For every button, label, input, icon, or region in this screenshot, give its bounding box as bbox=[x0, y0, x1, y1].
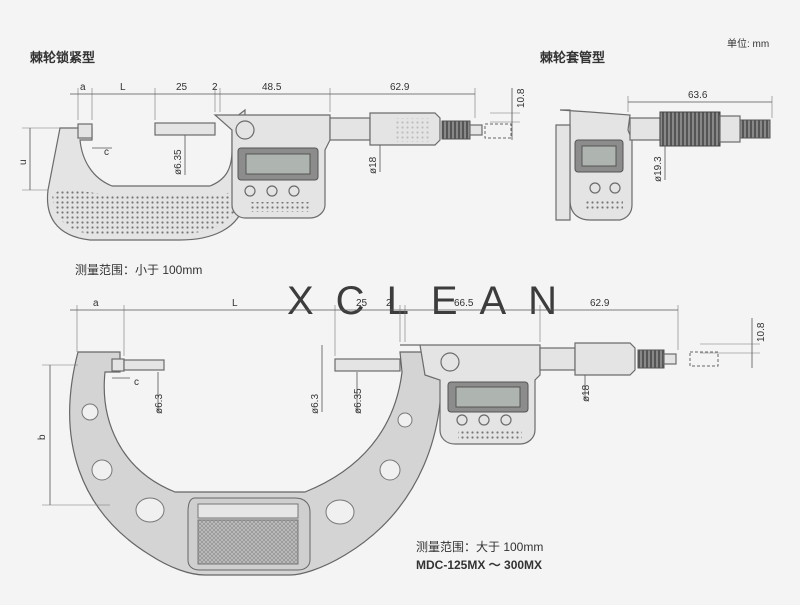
large-grip-knurl bbox=[197, 519, 299, 565]
large-dim-25: 25 bbox=[356, 298, 368, 309]
large-dim-phi6-35: ø6.35 bbox=[353, 388, 364, 414]
small-dim-25: 25 bbox=[176, 82, 188, 93]
small-sleeve bbox=[329, 117, 371, 141]
large-anvil bbox=[111, 358, 125, 372]
large-dim-66-5: 66.5 bbox=[454, 298, 474, 309]
large-dim-62-9: 62.9 bbox=[590, 298, 610, 309]
frame-hole-6 bbox=[397, 412, 413, 428]
title-ratchet-sleeve: 棘轮套管型 bbox=[540, 50, 605, 65]
small-button-2 bbox=[266, 185, 278, 197]
sleeve-button-2 bbox=[609, 182, 621, 194]
small-dim-a: a bbox=[80, 82, 86, 93]
large-grip-label-area bbox=[197, 503, 299, 519]
small-head-dots bbox=[250, 202, 310, 212]
small-dim-10-8: 10.8 bbox=[516, 88, 527, 108]
small-anvil bbox=[77, 123, 93, 139]
large-spindle bbox=[334, 358, 401, 372]
frame-hole-5 bbox=[379, 459, 401, 481]
large-dim-a: a bbox=[93, 298, 99, 309]
sleeve-button-1 bbox=[589, 182, 601, 194]
frame-hole-3 bbox=[135, 497, 165, 523]
unit-label: 单位: mm bbox=[727, 37, 769, 50]
small-dim-2: 2 bbox=[212, 82, 218, 93]
large-head-dots bbox=[458, 430, 522, 439]
sleeve-knurled-thimble bbox=[659, 111, 721, 147]
large-button-2 bbox=[478, 414, 490, 426]
large-thimble bbox=[574, 342, 636, 376]
small-button-3 bbox=[288, 185, 300, 197]
range-large-label: 测量范围：大于 100mm bbox=[416, 540, 543, 554]
small-lcd-screen bbox=[245, 153, 311, 175]
watermark: XCLEAN bbox=[287, 279, 579, 323]
small-lock-knob bbox=[235, 120, 255, 140]
large-dim-phi6-3-b: ø6.3 bbox=[310, 394, 321, 414]
frame-hole-2 bbox=[91, 459, 113, 481]
small-frame-dots bbox=[52, 188, 242, 234]
sleeve-lcd-screen bbox=[581, 145, 617, 167]
small-ratchet-cap bbox=[469, 124, 483, 136]
sleeve-dim-phi19-3: ø19.3 bbox=[653, 156, 664, 182]
small-micrometer: a L 25 2 48.5 62.9 10.8 c u ø6.35 ø18 bbox=[18, 82, 527, 241]
large-anvil-rod bbox=[123, 359, 165, 371]
small-dim-62-9: 62.9 bbox=[390, 82, 410, 93]
frame-hole-4 bbox=[325, 499, 355, 525]
small-ratchet bbox=[441, 120, 471, 140]
large-button-1 bbox=[456, 414, 468, 426]
large-dim-L: L bbox=[232, 298, 238, 309]
large-ratchet bbox=[637, 349, 665, 369]
large-dim-b: b bbox=[37, 434, 48, 440]
large-lcd-screen bbox=[455, 386, 521, 408]
large-dim-10-8: 10.8 bbox=[756, 322, 767, 342]
sleeve-collar bbox=[719, 115, 741, 143]
title-ratchet-lock: 棘轮锁紧型 bbox=[30, 50, 95, 65]
small-dim-phi6-35: ø6.35 bbox=[173, 149, 184, 175]
sleeve-dim-63-6: 63.6 bbox=[688, 90, 708, 101]
large-dim-c: c bbox=[134, 377, 139, 388]
sleeve-ratchet bbox=[739, 119, 771, 139]
small-dim-c: c bbox=[104, 147, 109, 158]
sleeve-sleeve bbox=[629, 117, 661, 141]
large-micrometer: a L 25 2 66.5 62.9 10.8 b c ø6.3 ø6.3 ø6… bbox=[37, 298, 767, 576]
range-small-label: 测量范围：小于 100mm bbox=[75, 263, 202, 277]
large-sleeve bbox=[539, 347, 576, 371]
large-dim-phi6-3-a: ø6.3 bbox=[154, 394, 165, 414]
small-spindle bbox=[154, 122, 216, 136]
large-dim-phi18: ø18 bbox=[581, 384, 592, 402]
small-dim-u: u bbox=[18, 159, 29, 165]
frame-hole-1 bbox=[81, 403, 99, 421]
small-button-1 bbox=[244, 185, 256, 197]
small-extension-ghost bbox=[484, 123, 512, 139]
small-dim-L: L bbox=[120, 82, 126, 93]
small-dim-48-5: 48.5 bbox=[262, 82, 282, 93]
sleeve-head-dots bbox=[585, 200, 623, 210]
model-label: MDC-125MX ～ 300MX bbox=[416, 558, 542, 572]
large-dim-2: 2 bbox=[386, 298, 392, 309]
large-ratchet-cap bbox=[663, 353, 677, 365]
large-button-3 bbox=[500, 414, 512, 426]
sleeve-micrometer: 63.6 ø19.3 bbox=[555, 90, 773, 221]
large-extension-ghost bbox=[689, 351, 719, 367]
sleeve-frame-edge bbox=[555, 124, 571, 221]
small-dim-phi18: ø18 bbox=[368, 156, 379, 174]
small-thimble-knurl bbox=[396, 118, 430, 142]
large-lock-knob bbox=[440, 352, 460, 372]
